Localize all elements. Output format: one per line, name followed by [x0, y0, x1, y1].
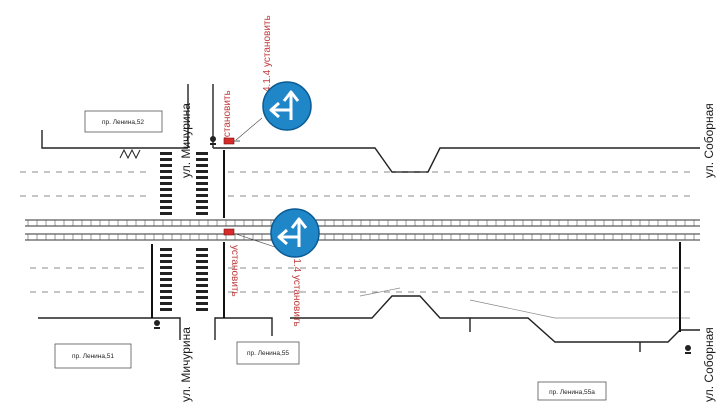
- tram-tracks: [25, 219, 700, 241]
- leader-lines: [235, 117, 279, 249]
- diagonal-thin-lines: [359, 287, 690, 319]
- zebra-stripe: [196, 302, 208, 305]
- annotation-sign-bottom: 4.1.4 установить: [291, 250, 302, 327]
- zebra-stripe: [196, 182, 208, 185]
- zebra-stripe: [160, 164, 172, 167]
- zebra-stripe: [196, 266, 208, 269]
- zebra-stripe: [196, 200, 208, 203]
- zebra-stripe: [196, 170, 208, 173]
- zebra-stripe: [160, 272, 172, 275]
- zebra-stripe: [160, 158, 172, 161]
- pedestrian-crossing-east: [196, 152, 208, 311]
- zebra-stripe: [160, 206, 172, 209]
- zebra-stripe: [196, 290, 208, 293]
- zebra-stripe: [196, 206, 208, 209]
- building-lenina-51: пр. Ленина,51: [54, 343, 132, 369]
- traffic-light-bottom-icon: [223, 228, 235, 236]
- zebra-stripe: [160, 182, 172, 185]
- zebra-stripe: [196, 260, 208, 263]
- zebra-stripe: [160, 176, 172, 179]
- zebra-stripe: [196, 176, 208, 179]
- zebra-stripe: [160, 212, 172, 215]
- zebra-stripe: [196, 254, 208, 257]
- zebra-stripe: [196, 164, 208, 167]
- zebra-stripe: [196, 308, 208, 311]
- lane-markings: [20, 171, 690, 293]
- street-label-michurina-bottom: ул. Мичурина: [179, 327, 193, 402]
- traffic-light-top-icon: [223, 137, 240, 145]
- zebra-stripe: [196, 158, 208, 161]
- building-lenina-55a: пр. Ленина,55а: [537, 381, 607, 401]
- street-label-sobornaya-bottom: ул. Соборная: [702, 327, 716, 402]
- sign-4-1-4-bottom-icon: [270, 208, 320, 258]
- annotation-sign-top: 4.1.4 установить: [262, 15, 273, 92]
- tram-ties: [27, 220, 695, 240]
- zebra-stripe: [160, 188, 172, 191]
- zebra-stripe: [196, 188, 208, 191]
- zebra-stripe: [196, 152, 208, 155]
- south-curb: [38, 295, 700, 352]
- building-lenina-55: пр. Ленина,55: [236, 341, 300, 365]
- zebra-stripe: [160, 296, 172, 299]
- zebra-stripe: [160, 308, 172, 311]
- zebra-stripe: [196, 212, 208, 215]
- building-label: пр. Ленина,52: [102, 119, 144, 126]
- street-label-michurina-top: ул. Мичурина: [179, 103, 193, 178]
- building-label: пр. Ленина,55: [247, 350, 289, 357]
- zebra-stripe: [160, 284, 172, 287]
- building-label: пр. Ленина,51: [72, 353, 114, 360]
- stop-lines: [151, 150, 681, 332]
- sign-4-1-4-top-icon: [262, 81, 312, 131]
- zebra-stripe: [196, 284, 208, 287]
- zebra-stripe: [196, 194, 208, 197]
- zebra-stripe: [160, 152, 172, 155]
- building-label: пр. Ленина,55а: [549, 389, 595, 396]
- zebra-stripe: [160, 266, 172, 269]
- zebra-stripe: [160, 260, 172, 263]
- zebra-stripe: [196, 272, 208, 275]
- pedestrian-signal-bottom-icon: [154, 320, 160, 329]
- zebra-stripe: [160, 290, 172, 293]
- zebra-stripe: [196, 248, 208, 251]
- pedestrian-crossing-west: [160, 152, 172, 311]
- zebra-stripe: [160, 278, 172, 281]
- building-lenina-52: пр. Ленина,52: [84, 110, 163, 133]
- annotation-light-bottom: установить: [229, 245, 240, 297]
- zebra-stripe: [160, 302, 172, 305]
- zebra-stripe: [160, 170, 172, 173]
- zebra-stripe: [160, 248, 172, 251]
- zebra-stripe: [160, 200, 172, 203]
- street-label-sobornaya-top: ул. Соборная: [702, 103, 716, 178]
- zebra-stripe: [196, 296, 208, 299]
- pedestrian-signal-right-icon: [685, 345, 691, 354]
- zebra-stripe: [160, 194, 172, 197]
- pedestrian-signal-top-icon: [210, 136, 216, 145]
- zebra-stripe: [160, 254, 172, 257]
- annotation-light-top: установить: [222, 90, 233, 142]
- zebra-stripe: [196, 278, 208, 281]
- zigzag-marking: [119, 148, 141, 160]
